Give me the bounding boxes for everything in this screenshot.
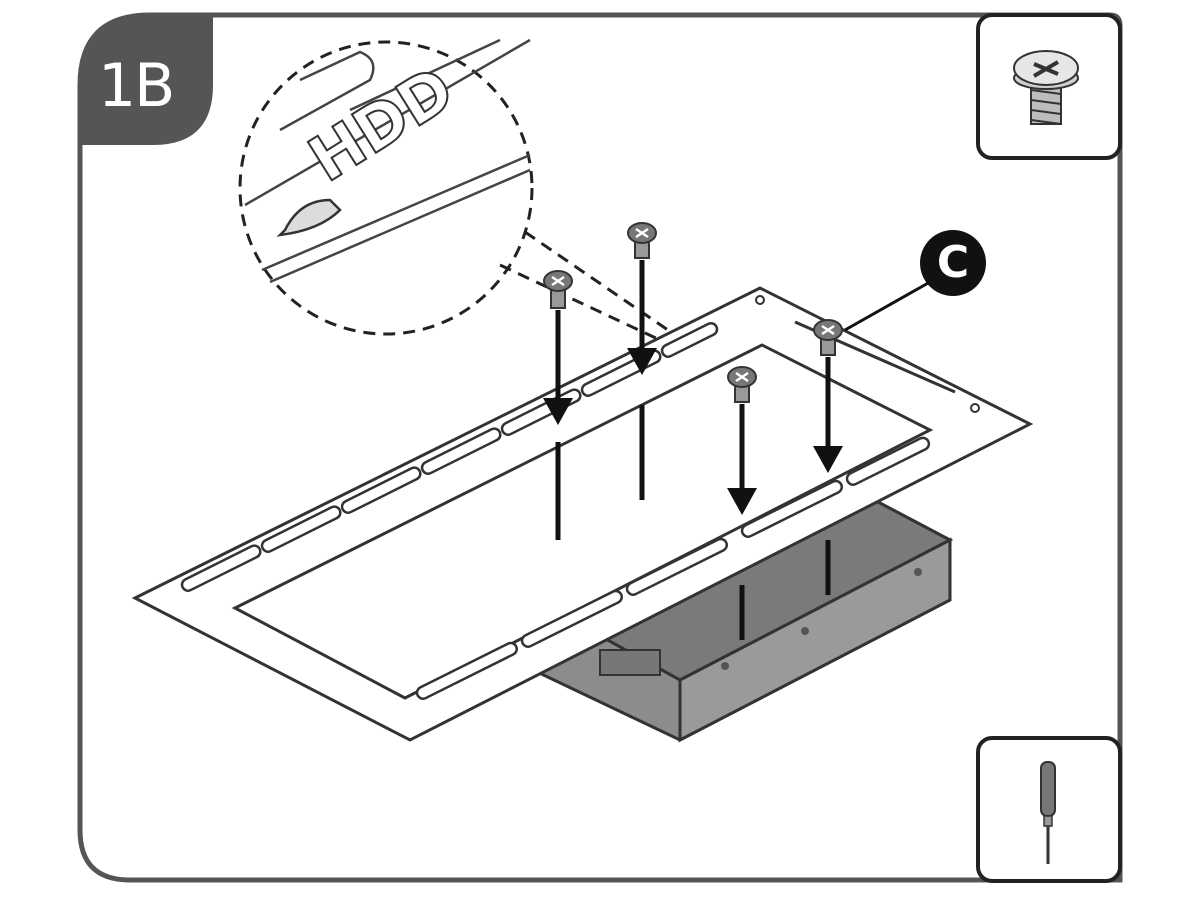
zoom-detail-plate bbox=[244, 38, 531, 284]
zoom-leader bbox=[499, 230, 701, 354]
screw-1 bbox=[543, 270, 573, 425]
step-label: 1B bbox=[98, 51, 175, 121]
zoom-circle bbox=[238, 40, 534, 336]
step-badge bbox=[80, 15, 213, 145]
mounting-plate bbox=[131, 286, 1034, 742]
screwdriver-icon bbox=[1040, 761, 1056, 864]
screw-2 bbox=[627, 222, 657, 375]
screw-4 bbox=[813, 319, 843, 473]
screw-icon bbox=[1013, 50, 1079, 125]
callout-circle bbox=[920, 230, 986, 296]
callout-leader bbox=[844, 280, 931, 332]
callout-label: C bbox=[936, 237, 970, 288]
screw-3 bbox=[727, 366, 757, 515]
guide-lines bbox=[555, 405, 831, 640]
